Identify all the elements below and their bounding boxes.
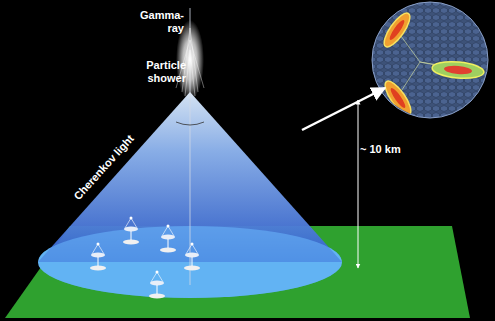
shower-label: Particle shower <box>134 59 186 85</box>
telescopes <box>90 217 200 299</box>
camera-inset <box>372 2 488 118</box>
angle-arc <box>176 122 204 125</box>
pointer-arrow <box>302 88 385 130</box>
height-arrow <box>358 100 359 268</box>
camera-images <box>380 10 485 119</box>
light-label: Cherenkov light <box>62 123 145 214</box>
source-label: Gamma-ray <box>136 9 184 35</box>
dimension-label: ~ 10 km <box>360 143 420 156</box>
ground-plane <box>5 226 470 318</box>
